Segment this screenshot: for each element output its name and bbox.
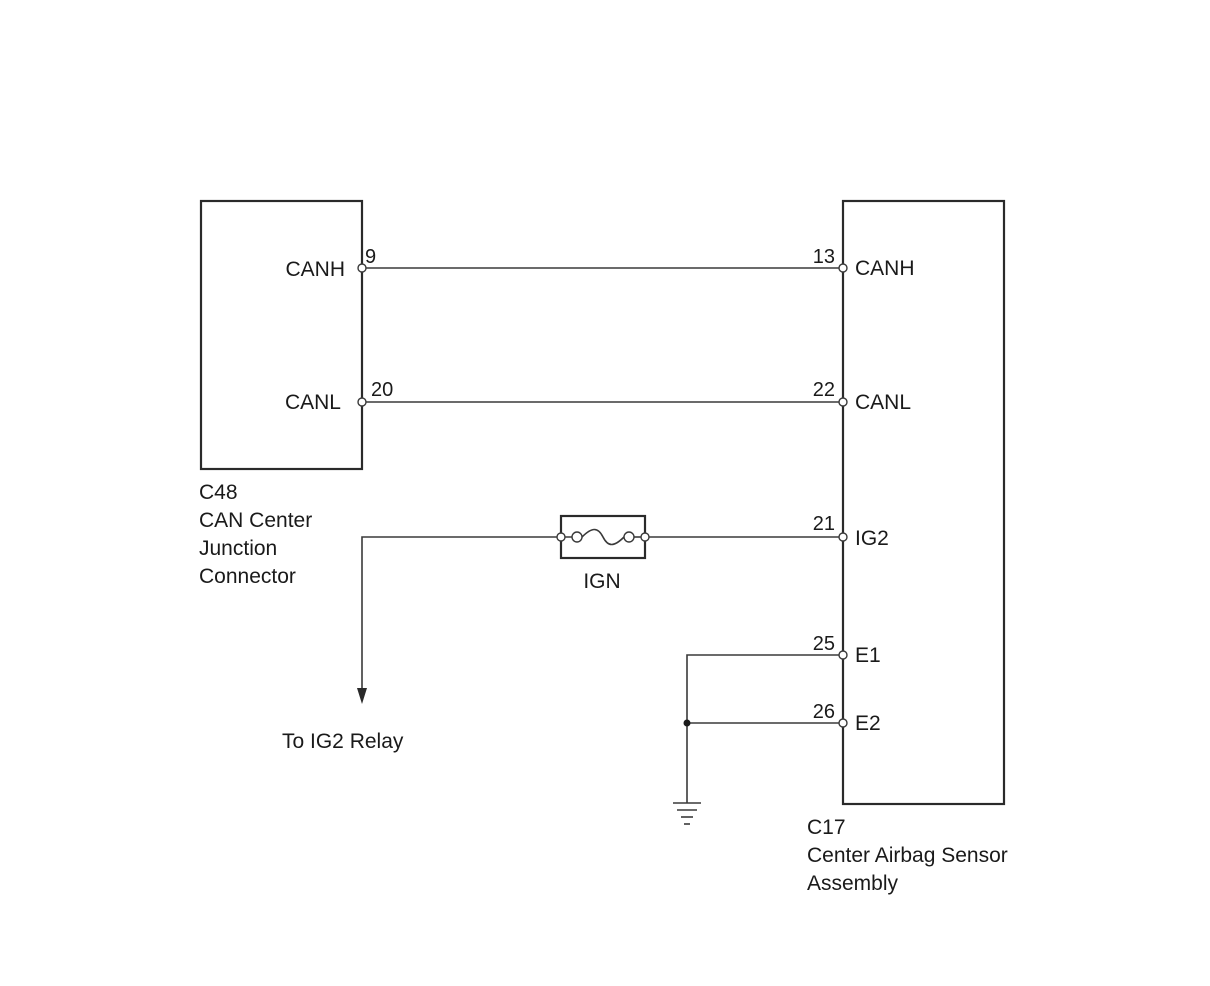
terminal-icon — [357, 263, 367, 273]
ig2-relay-wire — [361, 536, 560, 700]
c48-pin-9: 9 — [365, 246, 376, 268]
terminal-icon — [838, 263, 848, 273]
c17-code: C17 — [807, 816, 846, 839]
c17-canh-signal: CANH — [855, 257, 915, 280]
terminal-icon — [838, 650, 848, 660]
c48-connector-box — [199, 199, 364, 471]
c17-e1-signal: E1 — [855, 644, 881, 667]
fuse-label: IGN — [583, 570, 620, 593]
c17-pin-25: 25 — [813, 633, 835, 655]
c48-canh-signal: CANH — [285, 258, 345, 281]
c17-connector-box — [841, 199, 1006, 806]
c17-pin-13: 13 — [813, 246, 835, 268]
c17-canl-signal: CANL — [855, 391, 911, 414]
c48-name-line3: Connector — [199, 565, 296, 588]
c48-pin-20: 20 — [371, 379, 393, 401]
c48-name-line1: CAN Center — [199, 509, 312, 532]
c48-canl-signal: CANL — [285, 391, 341, 414]
terminal-icon — [838, 397, 848, 407]
arrow-down-icon — [357, 688, 367, 704]
relay-note: To IG2 Relay — [282, 730, 404, 753]
c17-ig2-signal: IG2 — [855, 527, 889, 550]
splice-point — [683, 719, 691, 727]
c17-pin-22: 22 — [813, 379, 835, 401]
c17-pin-26: 26 — [813, 701, 835, 723]
c48-code: C48 — [199, 481, 238, 504]
e1-ground-wire — [686, 654, 843, 803]
c17-e2-signal: E2 — [855, 712, 881, 735]
c17-name-line2: Assembly — [807, 872, 899, 895]
c48-name-line2: Junction — [199, 537, 277, 560]
terminal-icon — [357, 397, 367, 407]
terminal-icon — [838, 718, 848, 728]
c17-pin-21: 21 — [813, 513, 835, 535]
c17-name-line1: Center Airbag Sensor — [807, 844, 1008, 867]
fuse-icon — [556, 514, 650, 560]
ground-icon — [673, 802, 701, 825]
terminal-icon — [838, 532, 848, 542]
